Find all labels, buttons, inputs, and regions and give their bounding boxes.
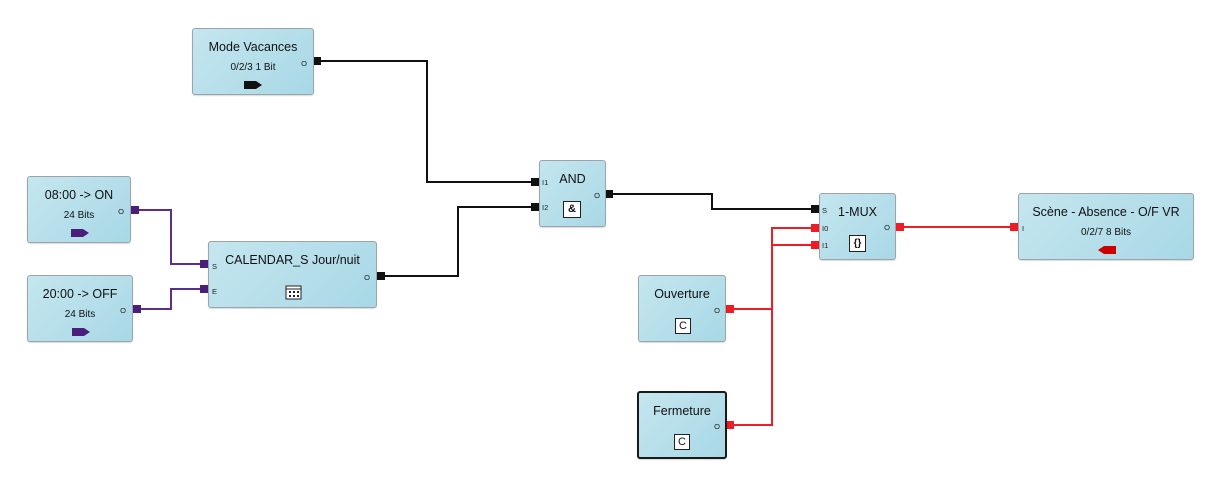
node-mode-vacances[interactable]: Mode Vacances 0/2/3 1 Bit O: [192, 28, 314, 95]
input-label-s: S: [822, 206, 828, 215]
node-title: Ouverture: [654, 287, 710, 301]
wire-fermeture-to-mux[interactable]: [730, 244, 815, 426]
node-title: Scène - Absence - O/F VR: [1032, 205, 1180, 219]
node-title: CALENDAR_S Jour/nuit: [225, 253, 360, 267]
wire-on-to-calendar[interactable]: [135, 209, 204, 265]
wire-off-to-calendar[interactable]: [137, 288, 204, 310]
node-title: 20:00 -> OFF: [42, 287, 118, 301]
output-label: O: [120, 306, 126, 315]
node-size: 24 Bits: [64, 309, 96, 320]
port-calendar-in-e: [200, 285, 208, 293]
port-mux-in-s: [811, 205, 819, 213]
node-address: 0/2/3 1 Bit: [230, 62, 276, 73]
output-label: O: [301, 59, 307, 68]
node-size: 24 Bits: [63, 210, 95, 221]
port-vacances-out: [313, 57, 321, 65]
wire-calendar-to-and[interactable]: [381, 206, 535, 277]
output-label: O: [714, 306, 720, 315]
node-0800-on[interactable]: 08:00 -> ON 24 Bits O: [27, 176, 131, 243]
input-label-s: S: [212, 262, 218, 271]
node-2000-off[interactable]: 20:00 -> OFF 24 Bits O: [27, 275, 133, 342]
port-calendar-out: [377, 272, 385, 280]
port-ouverture-out: [726, 305, 734, 313]
node-address: 0/2/7 8 Bits: [1080, 227, 1132, 238]
output-label: O: [118, 207, 124, 216]
port-mux-in1: [811, 241, 819, 249]
node-title: 1-MUX: [838, 205, 877, 219]
port-scene-in: [1010, 223, 1018, 231]
port-markers: [131, 57, 1018, 429]
receive-tag-icon: [1098, 246, 1116, 254]
port-and-in2: [531, 203, 539, 211]
node-title: 08:00 -> ON: [44, 188, 114, 202]
output-label: O: [594, 191, 600, 200]
node-ouverture[interactable]: Ouverture O C: [638, 275, 726, 342]
node-and-gate[interactable]: AND I1 I2 O &: [539, 160, 606, 227]
node-title: Mode Vacances: [208, 40, 298, 54]
node-title: Fermeture: [653, 404, 711, 418]
port-on-out: [131, 206, 139, 214]
constant-icon: C: [675, 318, 691, 334]
output-label: O: [714, 422, 720, 431]
output-label: O: [884, 223, 890, 232]
input-label-i0: I0: [822, 224, 829, 233]
input-label-e: E: [212, 287, 218, 296]
port-and-out: [605, 190, 613, 198]
port-calendar-in-s: [200, 260, 208, 268]
wire-vacances-to-and[interactable]: [317, 60, 535, 183]
port-off-out: [133, 305, 141, 313]
send-tag-icon: [72, 328, 90, 336]
input-label-i2: I2: [542, 203, 549, 212]
node-calendar[interactable]: CALENDAR_S Jour/nuit S E O: [208, 241, 377, 308]
mux-icon: {}: [849, 235, 866, 252]
port-mux-out: [896, 223, 904, 231]
calendar-icon: [285, 285, 302, 300]
and-logic-icon: &: [563, 201, 581, 218]
port-fermeture-out: [726, 421, 734, 429]
wire-and-to-mux[interactable]: [609, 193, 815, 210]
node-scene-absence[interactable]: Scène - Absence - O/F VR 0/2/7 8 Bits I: [1018, 193, 1194, 260]
send-tag-icon: [71, 229, 89, 237]
constant-icon: C: [674, 434, 690, 450]
port-and-in1: [531, 178, 539, 186]
send-tag-icon: [244, 81, 262, 89]
input-label-i1: I1: [542, 178, 549, 187]
node-title: AND: [559, 172, 586, 186]
input-label-i: I: [1022, 224, 1025, 233]
port-mux-in0: [811, 224, 819, 232]
input-label-i1: I1: [822, 241, 829, 250]
output-label: O: [364, 273, 370, 282]
node-fermeture[interactable]: Fermeture O C: [637, 391, 727, 459]
node-1-mux[interactable]: 1-MUX S I0 I1 O {}: [819, 193, 896, 260]
